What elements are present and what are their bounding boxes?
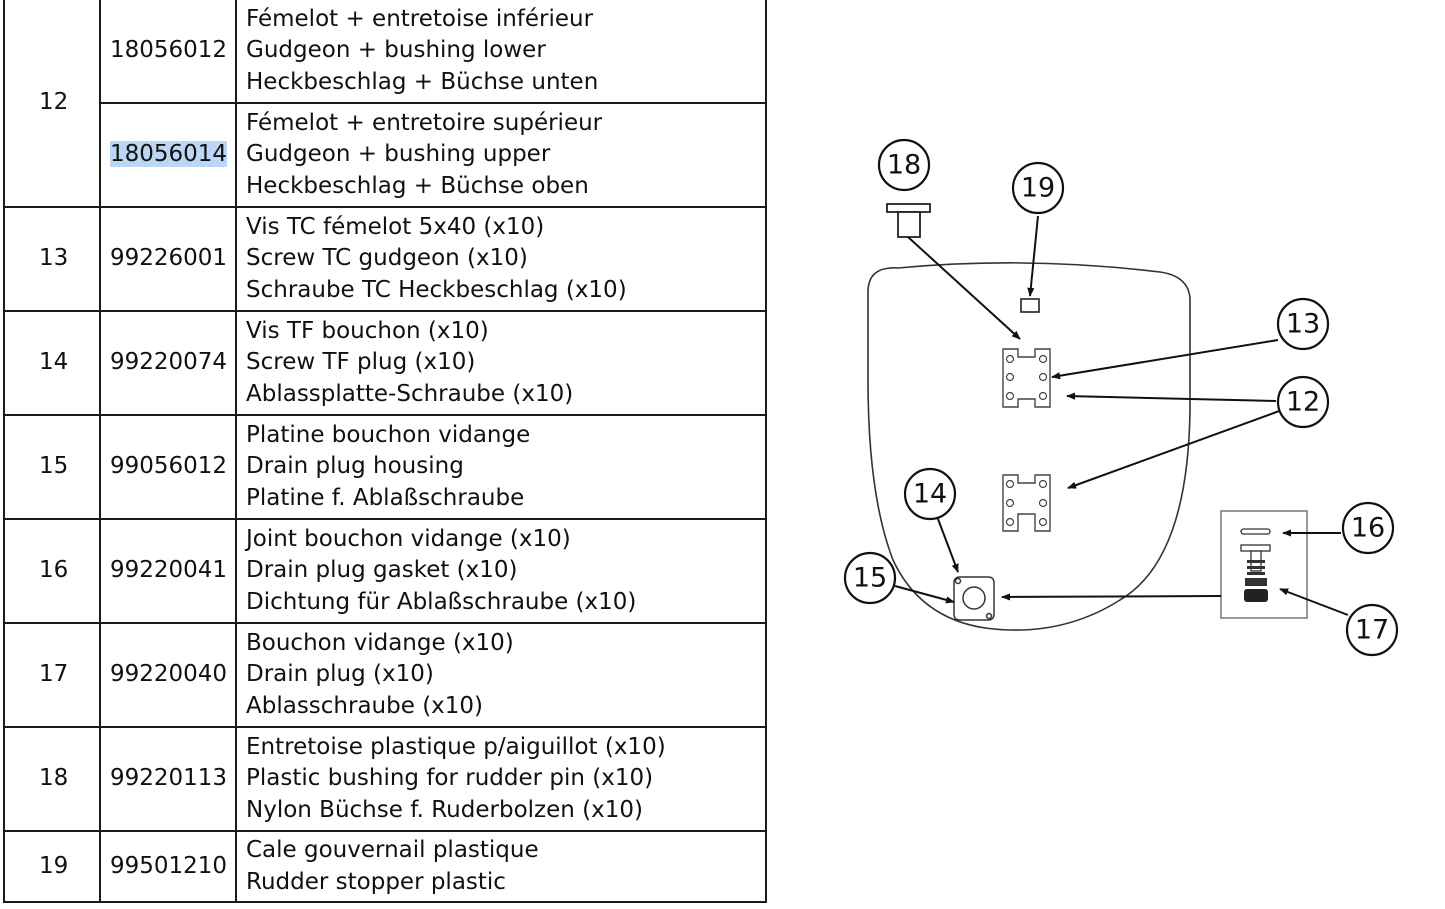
- description-de: Ablasschraube (x10): [246, 692, 484, 719]
- item-number: 16: [3, 518, 101, 624]
- description-fr: Fémelot + entretoire supérieur: [246, 109, 603, 136]
- callout-15-circle: [843, 551, 897, 605]
- callout-13-circle: [1276, 297, 1330, 351]
- description-de: Heckbeschlag + Büchse unten: [246, 68, 599, 95]
- description-de: Platine f. Ablaßschraube: [246, 484, 525, 511]
- callout-19-circle: [1011, 161, 1065, 215]
- part-description: Bouchon vidange (x10) Drain plug (x10) A…: [235, 622, 767, 728]
- upper-gudgeon-part: [1002, 348, 1051, 408]
- description-de: Heckbeschlag + Büchse oben: [246, 172, 589, 199]
- description-en: Drain plug (x10): [246, 661, 434, 688]
- table-row: 18056014 Fémelot + entretoire supérieur …: [4, 102, 767, 208]
- description-en: Gudgeon + bushing upper: [246, 141, 551, 168]
- part-description: Fémelot + entretoire supérieur Gudgeon +…: [235, 102, 767, 208]
- callout-17-circle: [1345, 603, 1399, 657]
- description-en: Drain plug housing: [246, 453, 464, 480]
- item-number: 18: [3, 726, 101, 832]
- drain-plate-part: [953, 576, 995, 621]
- part-description: Vis TF bouchon (x10) Screw TF plug (x10)…: [235, 310, 767, 416]
- callout-14-label: 14: [913, 479, 947, 510]
- part-description: Fémelot + entretoise inférieur Gudgeon +…: [235, 0, 767, 104]
- description-fr: Platine bouchon vidange: [246, 421, 531, 448]
- item-number: 15: [3, 414, 101, 520]
- table-row: 17 99220040 Bouchon vidange (x10) Drain …: [3, 622, 767, 728]
- callout-18-label: 18: [887, 150, 921, 181]
- table-row: 13 99226001 Vis TC fémelot 5x40 (x10) Sc…: [3, 206, 767, 312]
- description-fr: Entretoise plastique p/aiguillot (x10): [246, 733, 666, 760]
- callout-18-circle: [877, 138, 931, 192]
- callout-19-label: 19: [1021, 173, 1055, 204]
- part-reference: 99220040: [99, 622, 237, 728]
- item-number: 12: [3, 0, 101, 208]
- part-reference: 99056012: [99, 414, 237, 520]
- table-row: 14 99220074 Vis TF bouchon (x10) Screw T…: [3, 310, 767, 416]
- part-reference: 99220113: [99, 726, 237, 832]
- description-fr: Bouchon vidange (x10): [246, 629, 514, 656]
- part-reference: 18056012: [99, 0, 237, 104]
- description-en: Gudgeon + bushing lower: [246, 37, 546, 64]
- table-row: 18 99220113 Entretoise plastique p/aigui…: [3, 726, 767, 832]
- description-en: Rudder stopper plastic: [246, 868, 506, 895]
- callout-12-circle: [1276, 375, 1330, 429]
- selected-reference[interactable]: 18056014: [110, 141, 228, 168]
- part-reference: 99501210: [99, 830, 237, 903]
- description-en: Plastic bushing for rudder pin (x10): [246, 765, 654, 792]
- description-fr: Fémelot + entretoise inférieur: [246, 5, 594, 32]
- table-row: 12 18056012 Fémelot + entretoise inférie…: [3, 0, 767, 208]
- description-fr: Cale gouvernail plastique: [246, 837, 539, 863]
- description-de: Dichtung für Ablaßschraube (x10): [246, 588, 637, 615]
- callout-13-label: 13: [1286, 309, 1320, 340]
- description-de: Schraube TC Heckbeschlag (x10): [246, 276, 627, 303]
- item-number: 14: [3, 310, 101, 416]
- description-fr: Vis TF bouchon (x10): [246, 317, 489, 344]
- table-row: 15 99056012 Platine bouchon vidange Drai…: [3, 414, 767, 520]
- description-fr: Vis TC fémelot 5x40 (x10): [246, 213, 545, 240]
- part-reference: 18056014: [99, 102, 237, 208]
- table-row: 16 99220041 Joint bouchon vidange (x10) …: [3, 518, 767, 624]
- parts-table: 12 18056012 Fémelot + entretoise inférie…: [3, 0, 767, 903]
- rudder-blade-outline: [867, 262, 1191, 631]
- item-number: 13: [3, 206, 101, 312]
- lower-gudgeon-part: [1002, 474, 1051, 532]
- part-description: Joint bouchon vidange (x10) Drain plug g…: [235, 518, 767, 624]
- part-description: Platine bouchon vidange Drain plug housi…: [235, 414, 767, 520]
- part-description: Cale gouvernail plastique Rudder stopper…: [235, 830, 767, 903]
- callout-17-label: 17: [1355, 615, 1389, 646]
- description-en: Screw TC gudgeon (x10): [246, 245, 528, 272]
- part-description: Vis TC fémelot 5x40 (x10) Screw TC gudge…: [235, 206, 767, 312]
- description-de: Ablassplatte-Schraube (x10): [246, 380, 574, 407]
- callout-12-label: 12: [1286, 387, 1320, 418]
- callout-16-circle: [1341, 501, 1395, 555]
- stopper-part: [1020, 298, 1040, 313]
- callout-16-label: 16: [1351, 513, 1385, 544]
- part-reference: 99226001: [99, 206, 237, 312]
- part-reference: 99220041: [99, 518, 237, 624]
- part-reference: 99220074: [99, 310, 237, 416]
- item-number: 19: [3, 830, 101, 903]
- part-description: Entretoise plastique p/aiguillot (x10) P…: [235, 726, 767, 832]
- description-en: Drain plug gasket (x10): [246, 557, 518, 584]
- item-number: 17: [3, 622, 101, 728]
- description-fr: Joint bouchon vidange (x10): [246, 525, 571, 552]
- bushing-part: [886, 203, 931, 238]
- drain-plug-detail: [1220, 510, 1308, 619]
- description-de: Nylon Büchse f. Ruderbolzen (x10): [246, 796, 643, 823]
- description-en: Screw TF plug (x10): [246, 349, 476, 376]
- callout-14-circle: [903, 467, 957, 521]
- table-row: 19 99501210 Cale gouvernail plastique Ru…: [3, 830, 767, 903]
- callout-15-label: 15: [853, 563, 887, 594]
